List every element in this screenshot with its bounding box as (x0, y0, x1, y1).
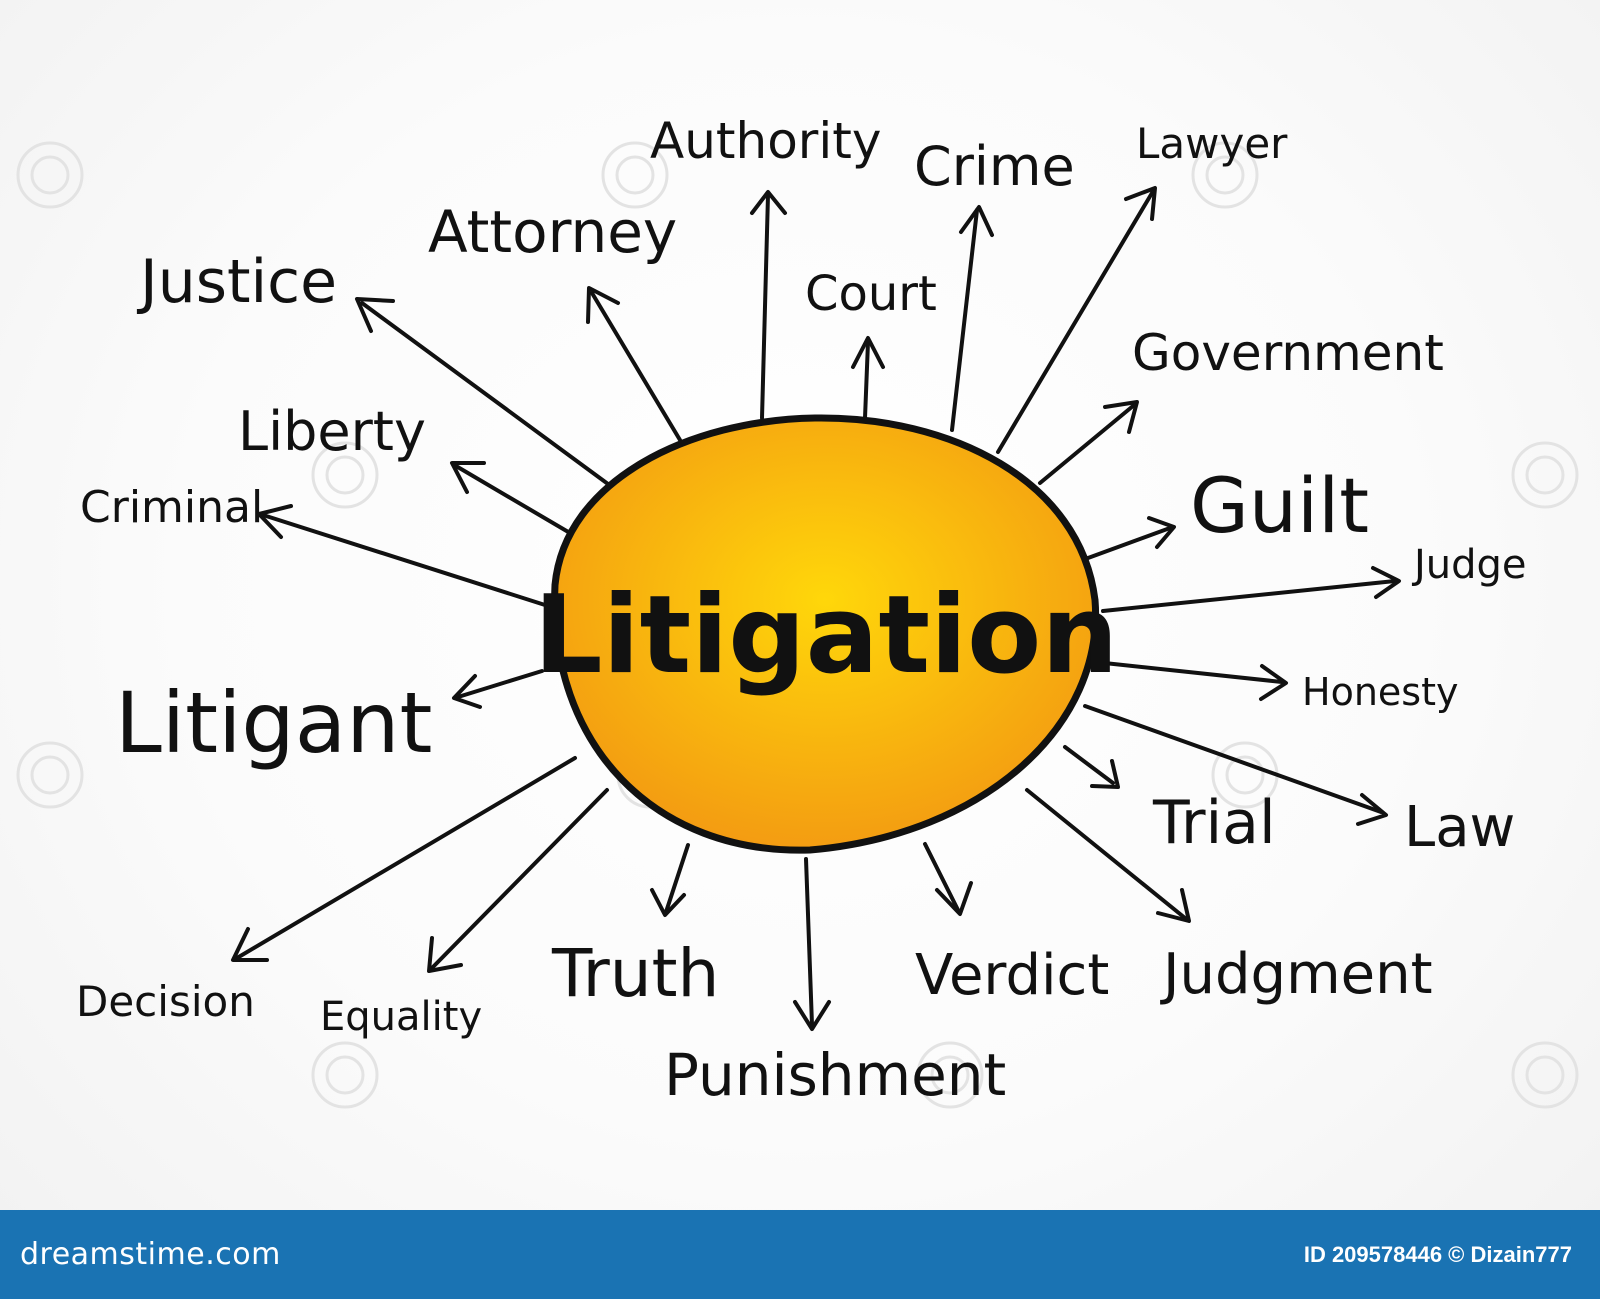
node-truth: Truth (551, 935, 719, 1012)
litigation-mind-map: Litigation Authority Crime Lawyer Attorn… (16, 112, 1579, 1109)
watermark-icon (311, 441, 379, 509)
arrow-litigant (452, 669, 544, 709)
center-node: Litigation (534, 414, 1118, 854)
watermark-icon (16, 141, 84, 209)
arrow-crime (950, 205, 994, 432)
node-authority: Authority (650, 112, 881, 170)
arrow-liberty (450, 461, 572, 535)
node-judge: Judge (1411, 542, 1527, 588)
watermark-icon (1511, 1041, 1579, 1109)
arrow-judge (1101, 566, 1401, 613)
arrow-punishment (793, 857, 831, 1031)
node-government: Government (1132, 324, 1444, 382)
watermark-icon (1191, 141, 1259, 209)
arrow-guilt (1086, 516, 1176, 560)
stock-footer-bar: dreamstime.com ID 209578446 © Dizain777 (0, 1210, 1600, 1299)
footer-site-name: dreamstime.com (20, 1237, 281, 1272)
center-ellipse (551, 414, 1100, 854)
watermark-icon (916, 1041, 984, 1109)
node-guilt: Guilt (1190, 461, 1369, 550)
arrow-criminal (257, 504, 547, 607)
connector-arrows (231, 186, 1401, 1031)
arrow-truth (650, 843, 690, 917)
arrow-equality (427, 788, 609, 973)
arrow-government (1038, 400, 1139, 485)
arrow-law (1083, 704, 1388, 826)
arrow-authority (750, 190, 787, 420)
node-verdict: Verdict (915, 943, 1109, 1008)
watermark-icon (311, 1041, 379, 1109)
watermark-icon (1511, 441, 1579, 509)
node-court: Court (805, 266, 937, 322)
watermark-icon (601, 141, 669, 209)
node-punishment: Punishment (664, 1041, 1006, 1109)
node-litigant: Litigant (115, 674, 432, 772)
arrow-verdict (923, 842, 973, 916)
arrow-trial (1063, 745, 1120, 789)
node-equality: Equality (320, 994, 482, 1040)
node-criminal: Criminal (80, 482, 263, 533)
node-honesty: Honesty (1302, 670, 1458, 714)
node-law: Law (1404, 795, 1515, 860)
node-labels: Authority Crime Lawyer Attorney Justice … (76, 112, 1527, 1109)
node-judgment: Judgment (1160, 942, 1433, 1007)
center-label: Litigation (534, 573, 1118, 698)
arrow-honesty (1093, 660, 1288, 701)
node-lawyer: Lawyer (1136, 119, 1288, 168)
node-justice: Justice (136, 247, 337, 317)
node-liberty: Liberty (238, 400, 426, 463)
arrow-judgment (1025, 788, 1191, 923)
arrow-lawyer (996, 186, 1157, 454)
arrow-court (851, 336, 885, 420)
node-crime: Crime (914, 135, 1075, 198)
arrow-justice (355, 297, 610, 486)
node-attorney: Attorney (428, 198, 677, 266)
watermark-icon (16, 741, 84, 809)
node-trial: Trial (1152, 788, 1276, 858)
arrow-attorney (586, 286, 682, 442)
node-decision: Decision (76, 977, 255, 1026)
arrow-decision (231, 756, 577, 962)
footer-image-credit: ID 209578446 © Dizain777 (1303, 1241, 1572, 1267)
